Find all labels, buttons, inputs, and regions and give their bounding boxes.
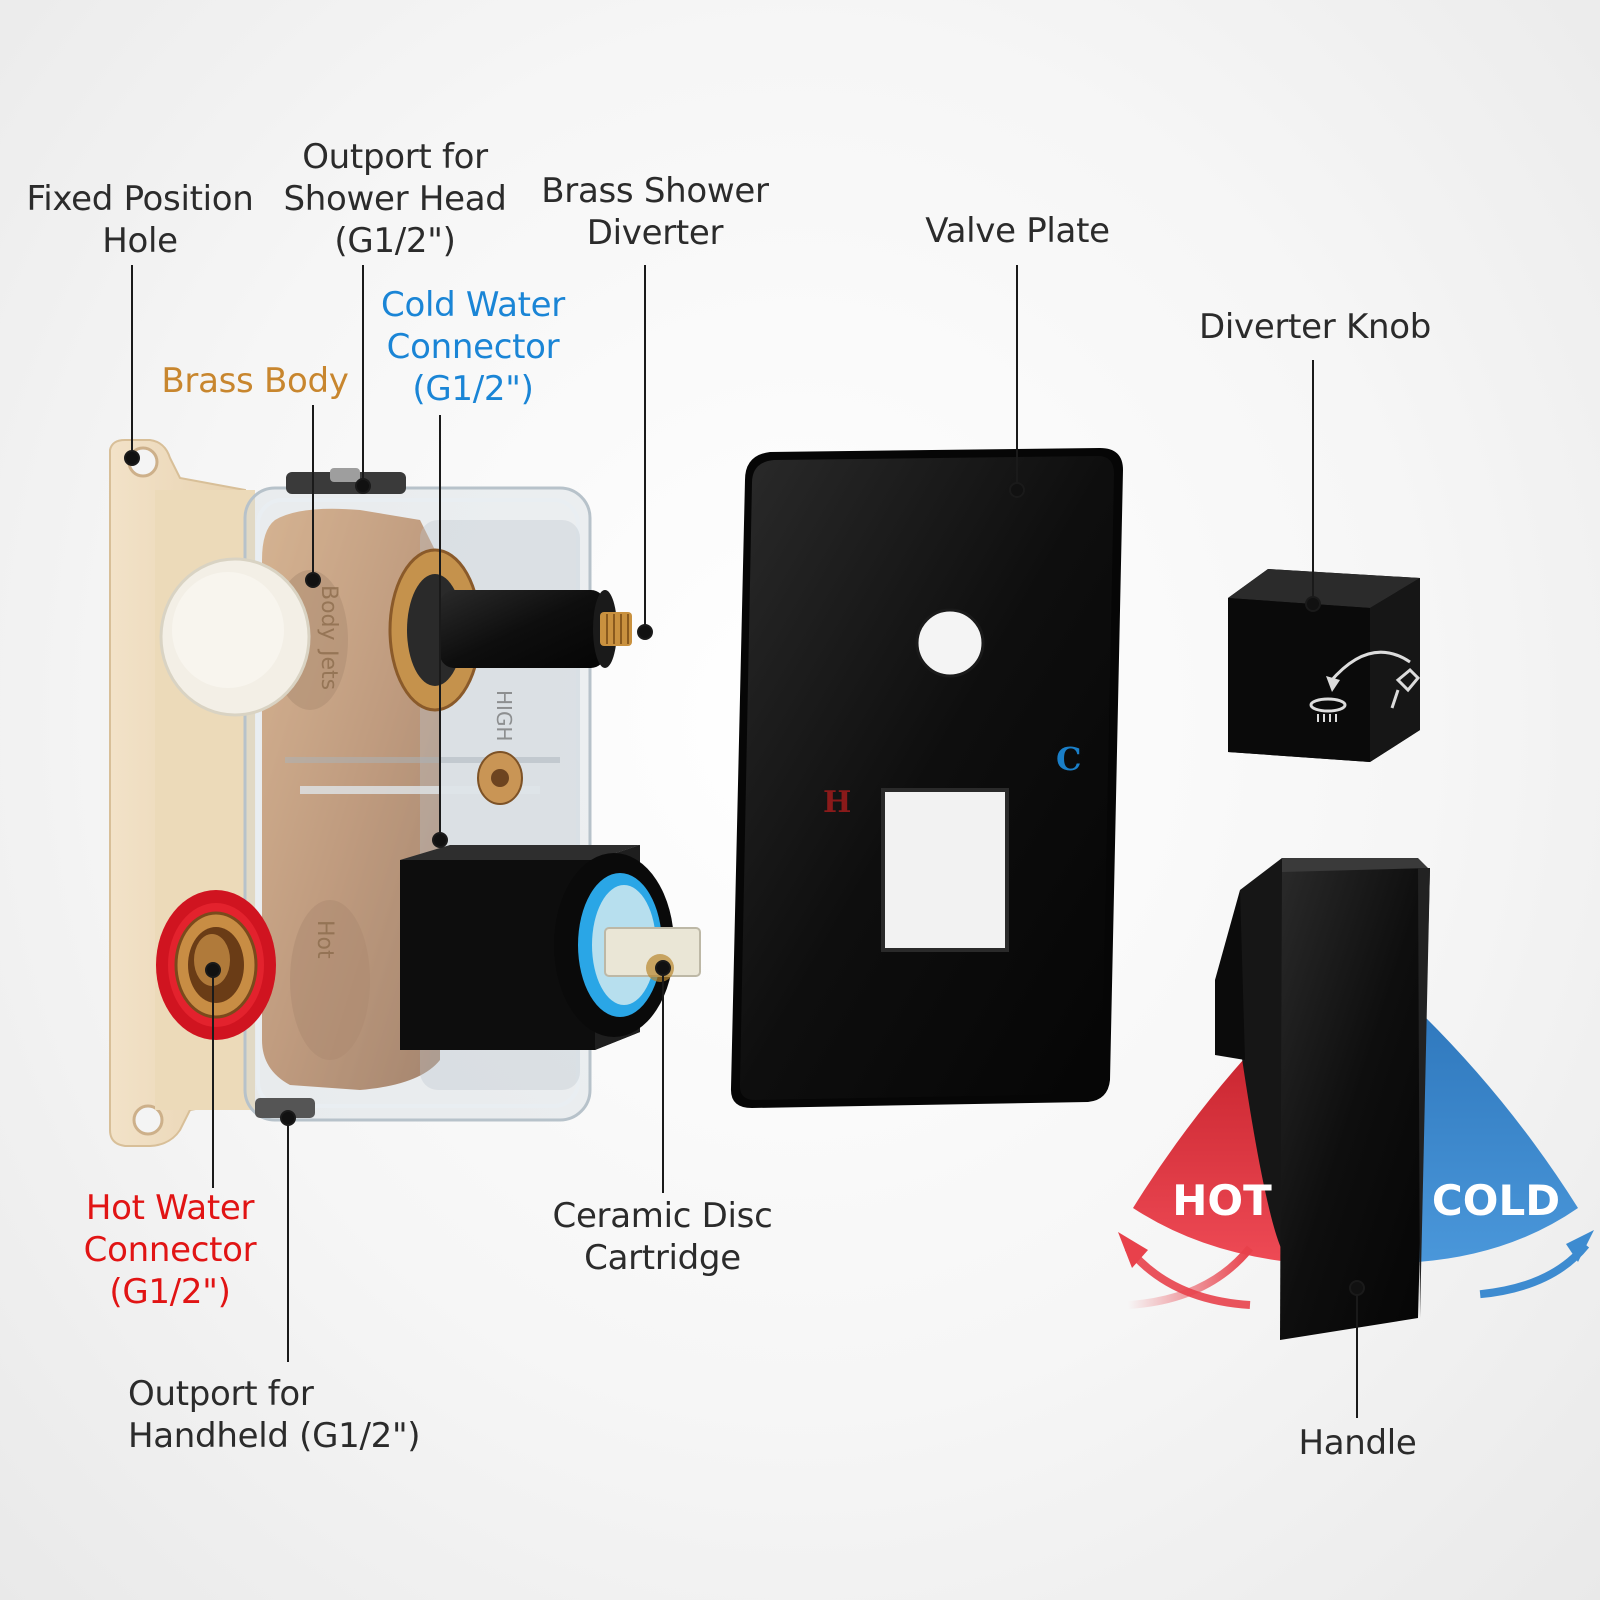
- body-print-high: HIGH: [492, 690, 516, 741]
- diverter-knob: [1228, 569, 1421, 762]
- plate-mark-cold: C: [1056, 740, 1081, 778]
- hot-zone-label: HOT: [1172, 1176, 1272, 1225]
- callout-line: Brass Body: [161, 361, 349, 401]
- handle: [1215, 858, 1430, 1340]
- callout-ceramic-disc-cartridge: Ceramic Disc Cartridge: [535, 1195, 790, 1279]
- body-print-hot: Hot: [312, 920, 337, 959]
- shower-head-icon: [1309, 697, 1347, 713]
- callout-line: Connector: [83, 1230, 257, 1270]
- handheld-spray-icon: [1390, 667, 1421, 709]
- cold-direction-arrow: [1469, 1242, 1590, 1299]
- hot-direction-arrow: [1127, 1245, 1254, 1309]
- callout-line: (G1/2"): [412, 369, 534, 409]
- handheld-outport: [255, 1098, 315, 1118]
- cold-zone: [1418, 1010, 1578, 1262]
- callout-line: Outport for: [302, 137, 488, 177]
- callout-diverter-knob: Diverter Knob: [1190, 306, 1440, 348]
- callout-line: Ceramic Disc: [552, 1196, 773, 1236]
- valve-plate-diverter-hole: [915, 608, 985, 678]
- callout-line: Valve Plate: [925, 211, 1110, 251]
- callout-cold-water-connector: Cold Water Connector (G1/2"): [358, 284, 588, 410]
- callout-line: Cold Water: [381, 285, 565, 325]
- callout-line: (G1/2"): [109, 1272, 231, 1312]
- callout-line: Cartridge: [584, 1238, 741, 1278]
- callout-outport-shower-head: Outport for Shower Head (G1/2"): [270, 136, 520, 262]
- callout-line: Hole: [102, 221, 178, 261]
- leader-lines: [124, 265, 1365, 1418]
- callout-line: Diverter: [586, 213, 724, 253]
- callout-line: Diverter Knob: [1198, 307, 1431, 347]
- mounting-hole-bottom: [132, 1104, 164, 1136]
- cold-zone-label: COLD: [1432, 1176, 1560, 1225]
- callout-line: Connector: [386, 327, 560, 367]
- body-print-jets: Jets: [316, 648, 341, 690]
- callout-fixed-position-hole: Fixed Position Hole: [20, 178, 260, 262]
- body-print-body: Body: [316, 585, 341, 641]
- callout-brass-shower-diverter: Brass Shower Diverter: [535, 170, 775, 254]
- callout-handle: Handle: [1270, 1422, 1445, 1464]
- callout-line: Handheld (G1/2"): [128, 1416, 421, 1456]
- callout-line: Shower Head: [283, 179, 507, 219]
- callout-line: Outport for: [128, 1374, 314, 1414]
- callout-line: Fixed Position: [26, 179, 254, 219]
- callout-line: Handle: [1298, 1423, 1417, 1463]
- callout-brass-body: Brass Body: [155, 360, 355, 402]
- callout-line: Hot Water: [85, 1188, 255, 1228]
- callout-hot-water-connector: Hot Water Connector (G1/2"): [55, 1187, 285, 1313]
- valve-body: [109, 439, 701, 1147]
- plate-mark-hot: H: [823, 785, 851, 820]
- callout-line: Brass Shower: [541, 171, 769, 211]
- callout-valve-plate: Valve Plate: [900, 210, 1135, 252]
- diverter-stem: [440, 590, 605, 668]
- valve-plate: H C: [730, 448, 1123, 1108]
- valve-plate-handle-opening: [881, 788, 1009, 952]
- callout-outport-handheld: Outport for Handheld (G1/2"): [128, 1373, 448, 1457]
- shower-head-outport: [286, 472, 406, 494]
- callout-line: (G1/2"): [334, 221, 456, 261]
